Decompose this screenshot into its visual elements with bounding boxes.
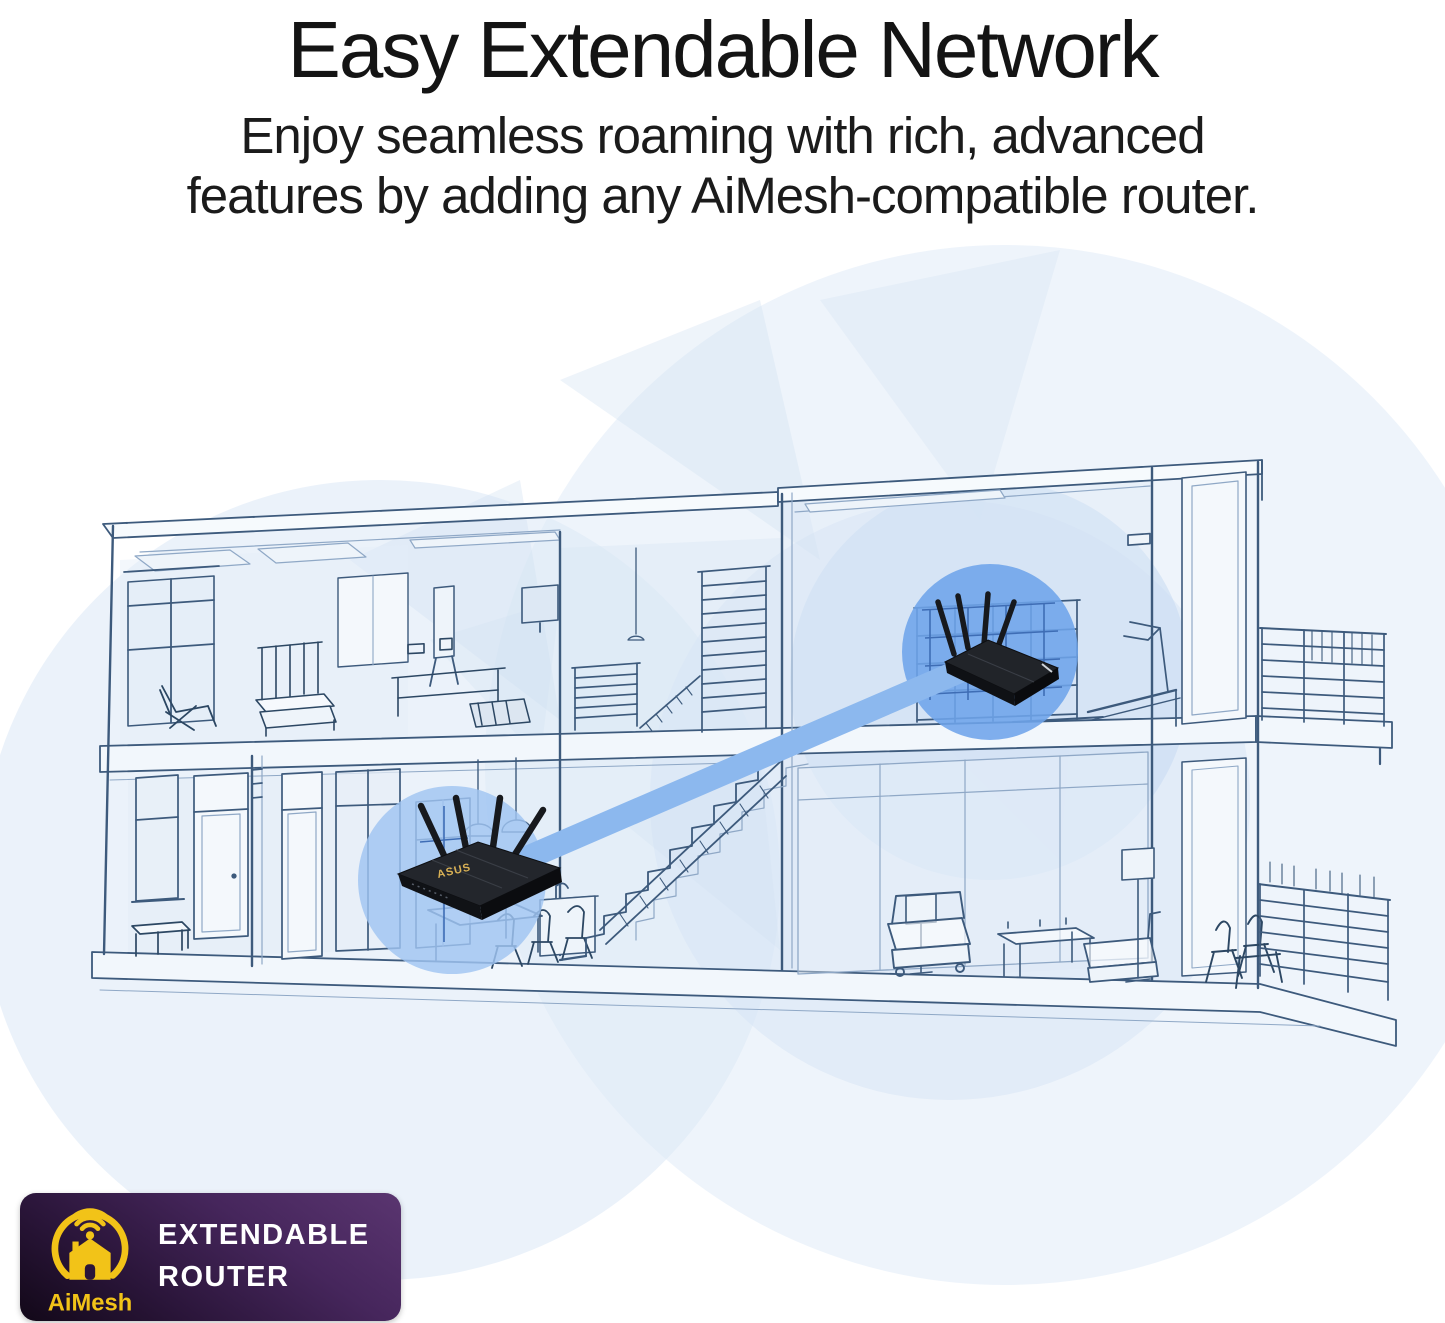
porch-stool <box>131 921 191 957</box>
porch-lower-right <box>1181 757 1391 1001</box>
balcony-slab <box>1255 715 1393 749</box>
subtitle-line-2: features by adding any AiMesh-compatible… <box>186 167 1260 224</box>
staircase <box>558 757 809 962</box>
bedroom-upstairs <box>123 565 559 737</box>
page-subtitle: Enjoy seamless roaming with rich, advanc… <box>0 106 1445 226</box>
extendable-router-badge: AiMesh EXTENDABLE ROUTER <box>20 1193 401 1321</box>
treadmill <box>1086 532 1181 727</box>
bed <box>255 641 337 737</box>
subtitle-line-1: Enjoy seamless roaming with rich, advanc… <box>240 107 1205 164</box>
basket <box>469 698 531 728</box>
stairwell-upper <box>571 547 771 733</box>
ground-slab <box>91 951 1397 1047</box>
aimesh-logo-text: AiMesh <box>48 1291 132 1317</box>
floor-lamp-right <box>1121 847 1155 983</box>
header: Easy Extendable Network Enjoy seamless r… <box>0 0 1445 226</box>
router-node-icon <box>935 591 1060 706</box>
porch-chairs <box>1205 914 1283 989</box>
router-main-icon: ASUS <box>396 794 562 920</box>
badge-line-2: ROUTER <box>158 1261 290 1293</box>
wifi-link-beam <box>457 646 995 898</box>
structure-columns <box>102 460 1260 990</box>
entry-doors <box>131 754 401 968</box>
badge-text: EXTENDABLE ROUTER <box>158 1214 370 1298</box>
sofa <box>887 891 971 977</box>
roof-slab-left <box>102 491 779 539</box>
page-title: Easy Extendable Network <box>287 5 1159 94</box>
lounge-chair <box>159 685 217 731</box>
living-room <box>797 751 1161 983</box>
aimesh-logo-icon: AiMesh <box>48 1208 132 1317</box>
badge-line-1: EXTENDABLE <box>158 1219 370 1251</box>
balcony-upper <box>1259 627 1387 727</box>
wall-tv <box>521 584 559 633</box>
